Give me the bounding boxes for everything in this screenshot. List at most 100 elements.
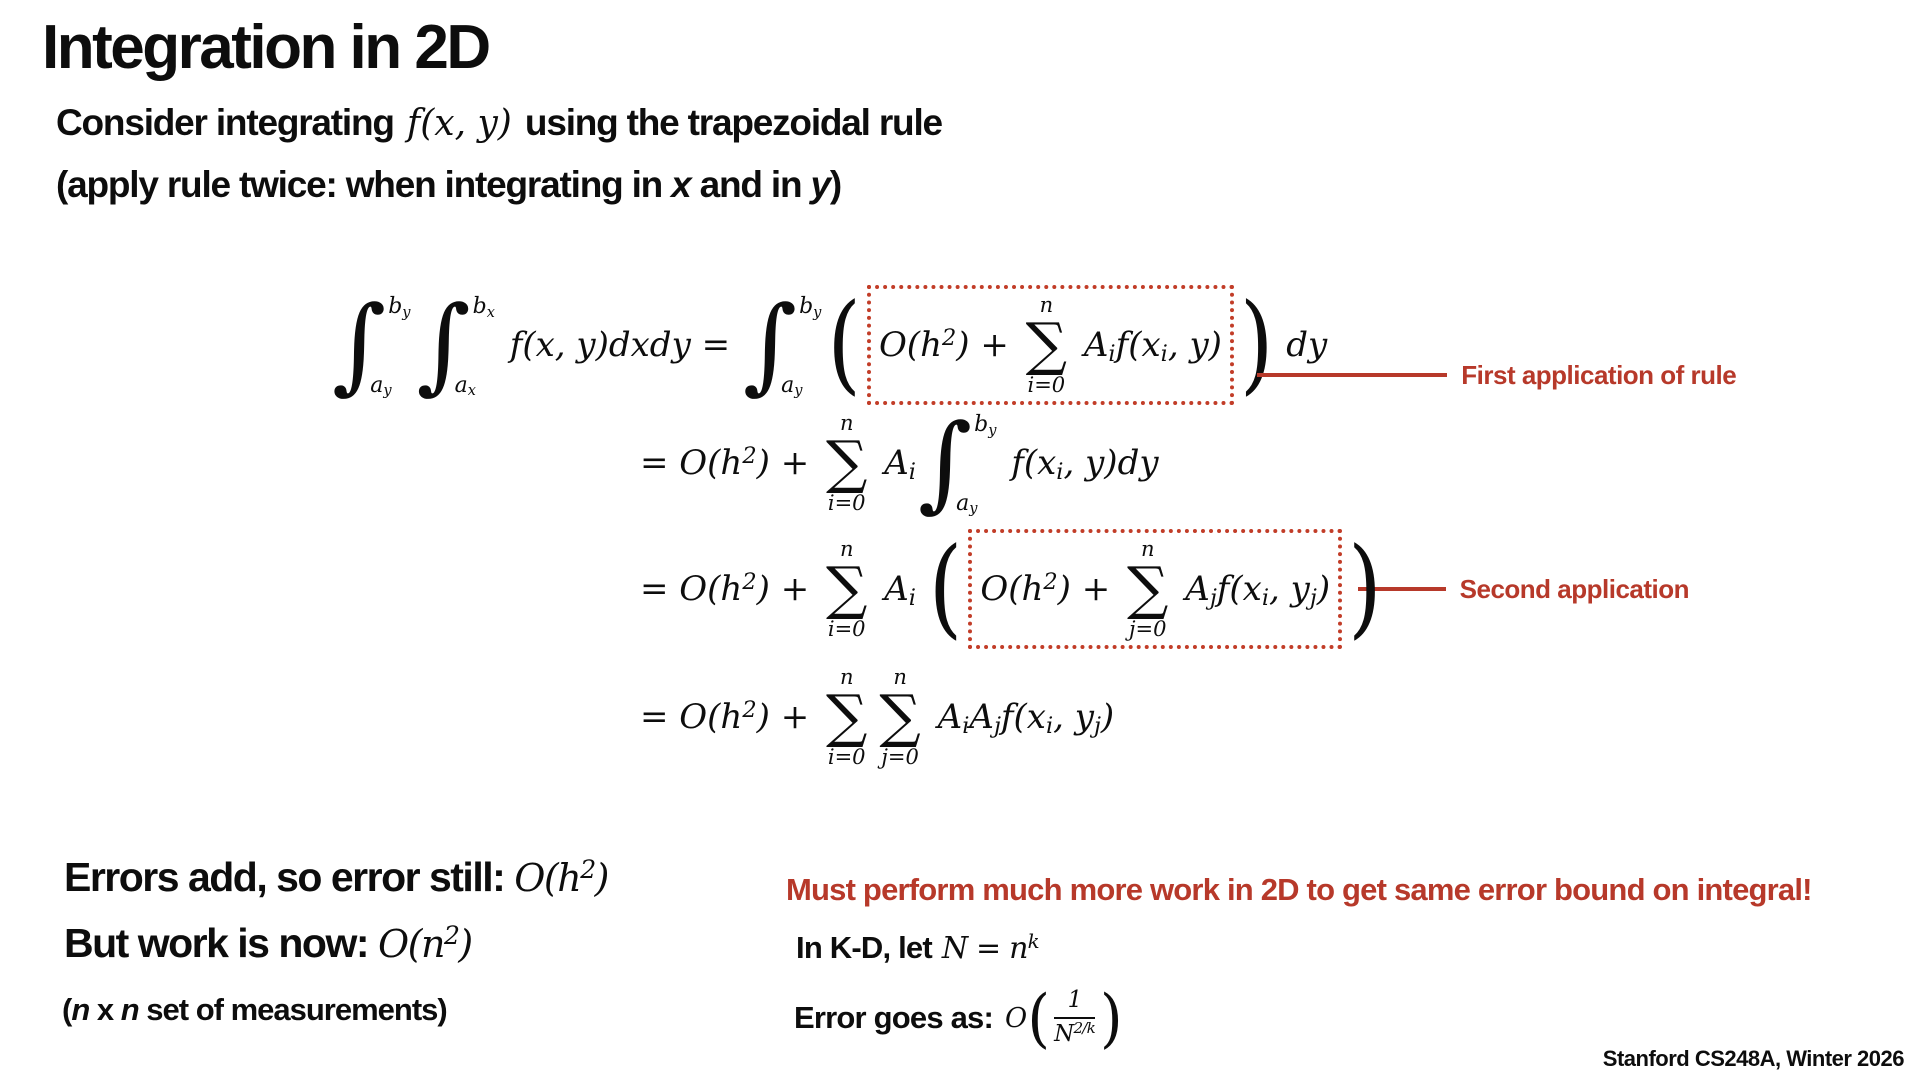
sum-upper-limit: n [1039,293,1054,318]
work-is-now-label: But work is now: [64,920,370,966]
math-text: O(h2) + [878,324,1020,365]
big-paren: ( [827,281,861,407]
big-paren: ) [1239,281,1274,407]
second-application-annotation: Second application [1357,573,1690,605]
sum-lower-limit: i=0 [827,616,866,641]
sigma-symbol: ∑ [826,682,868,751]
annotation-connector-line [1257,373,1448,377]
measurements-note: (n x n set of measurements) [62,992,448,1028]
integral-limits: by ay [370,290,411,399]
text-segment: y [810,164,831,205]
integral-upper-limit: by [388,294,411,321]
course-footer: Stanford CS248A, Winter 2026 [1602,1046,1905,1071]
math-text: Ai [873,443,916,485]
integral-lower-limit: ax [454,372,476,399]
integral-limits: bx ax [455,290,495,399]
subtitle-1-suffix: using the trapezoidal rule [515,102,943,143]
warning-statement: Must perform much more work in 2D to get… [786,872,1812,907]
sum-lower-limit: i=0 [1027,372,1066,397]
equation-line-3: = O(h2) + n∑i=0 Ai (O(h2) + n∑j=0 Ajf(xi… [640,521,1690,657]
math-text: Aif(xi, y) [1073,325,1222,367]
math-text: = O(h2) + [640,568,820,609]
sigma-symbol: ∑ [879,682,921,751]
integral-upper-limit: by [799,294,822,321]
text-segment: n [71,992,90,1027]
sum-lower-limit: j=0 [1129,616,1167,641]
second-application-label: Second application [1459,573,1690,604]
sum-upper-limit: n [839,411,854,436]
math-text: AiAjf(xi, yj) [926,697,1115,739]
math-text: O [1005,1002,1027,1034]
subtitle-1-math: f(x, y) [406,103,512,144]
page-title: Integration in 2D [42,13,491,82]
integral-limits: by ay [956,408,997,517]
integral-lower-limit: ay [370,372,392,399]
errors-add-math: O(h2) [514,854,609,900]
sum-upper-limit: n [1140,537,1155,562]
summation: n∑j=0 [1127,537,1168,640]
text-segment: n [120,992,140,1027]
text-segment: ( [62,992,72,1027]
equation-3-content: = O(h2) + n∑i=0 Ai (O(h2) + n∑j=0 Ajf(xi… [640,525,1384,651]
work-is-now-math: O(n2) [378,920,473,966]
dotted-highlight-box: O(h2) + n∑j=0 Ajf(xi, yj) [968,529,1343,649]
subtitle-line-1: Consider integrating f(x, y) using the t… [56,102,943,144]
errors-add-line: Errors add, so error still: O(h2) [64,854,609,901]
sum-lower-limit: i=0 [827,744,866,769]
big-paren: ) [1348,525,1382,651]
integral-lower-limit: ay [956,490,978,517]
text-segment: set of measurements) [138,992,447,1027]
big-paren: ( [928,525,963,651]
summation: n∑i=0 [1026,293,1067,396]
sum-upper-limit: n [893,665,907,690]
math-text: f(xi, y)dy [1000,443,1159,485]
math-text: N = nk [941,929,1040,966]
integral-lower-limit: ay [781,372,803,399]
integral-symbol: ∫ [332,283,387,406]
math-text: O(h2) + [980,568,1122,609]
annotation-connector-line [1357,587,1446,591]
sigma-symbol: ∑ [826,428,868,497]
text-segment: x [89,992,121,1027]
errors-add-label: Errors add, so error still: [64,854,506,900]
text-segment: ) [829,164,842,205]
subtitle-line-2: (apply rule twice: when integrating in x… [56,164,842,206]
math-text: = O(h2) + [640,696,820,737]
math-text: dy [1275,325,1328,365]
kd-label: In K-D, let [796,930,933,965]
text-segment: and in [690,164,811,205]
integral-upper-limit: bx [472,294,495,321]
sum-lower-limit: i=0 [827,490,866,515]
fraction-denominator: N2/k [1054,1019,1096,1047]
sigma-symbol: ∑ [1025,310,1068,379]
integral: ∫by ay [332,283,411,406]
sum-upper-limit: n [839,537,854,562]
fraction-numerator: 1 [1067,987,1083,1014]
summation: n∑j=0 [879,665,920,768]
math-text: O(n2) [378,920,473,966]
integral-upper-limit: by [974,412,997,439]
dotted-highlight-box: O(h2) + n∑i=0 Aif(xi, y) [866,285,1234,405]
math-text: = O(h2) + [640,442,820,483]
kd-math: N = nk [941,929,1040,966]
sum-upper-limit: n [839,665,854,690]
math-text: O(h2) [514,854,609,900]
subtitle-1-prefix: Consider integrating [56,102,403,143]
integral-limits: by ay [781,290,822,399]
text-segment: (apply rule twice: when integrating in [56,164,672,205]
summation: n∑i=0 [826,537,867,640]
sigma-symbol: ∑ [1127,554,1169,623]
error-goes-as-label: Error goes as: [794,1000,994,1035]
